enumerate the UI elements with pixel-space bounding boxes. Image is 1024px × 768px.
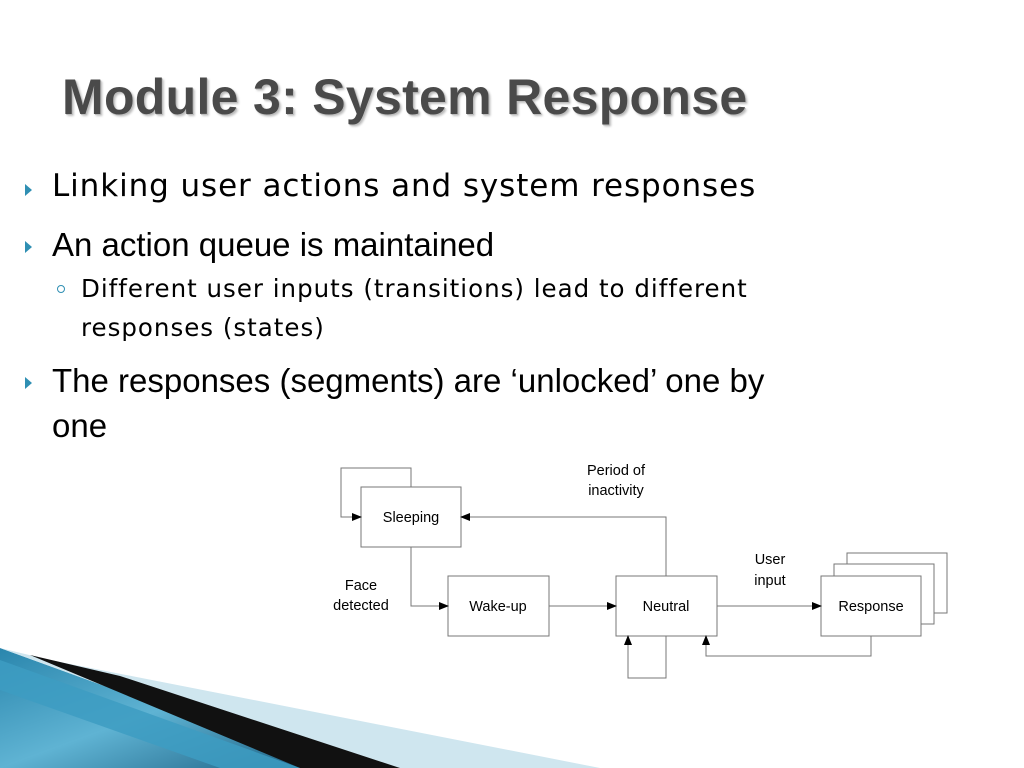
bullet-1: Linking user actions and system response… (52, 168, 757, 204)
label-user-line-1: User (755, 552, 786, 568)
bullet-3-line-1: The responses (segments) are ‘unlocked’ … (52, 362, 765, 399)
sub-bullet-circle-icon (57, 285, 65, 293)
label-face-line-2: detected (333, 598, 389, 614)
state-neutral-label: Neutral (643, 599, 690, 615)
transition-face-detected (410, 547, 449, 610)
label-inactivity-line-2: inactivity (588, 483, 644, 499)
state-wakeup-label: Wake-up (469, 599, 526, 615)
state-response-label: Response (838, 599, 903, 615)
neutral-self-loop (627, 636, 667, 679)
decor-mid-band (0, 660, 300, 768)
sub-bullet-line-1: Different user inputs (transitions) lead… (81, 274, 748, 303)
bullet-arrow-icon (25, 184, 32, 196)
bullet-arrow-icon (25, 377, 32, 389)
label-face-line-1: Face (345, 578, 377, 594)
bullet-2: An action queue is maintained (52, 226, 495, 263)
bullet-3-line-2: one (52, 407, 108, 444)
label-user-line-2: input (754, 573, 785, 589)
sub-bullet-line-2: responses (states) (81, 313, 325, 342)
state-sleeping (360, 486, 462, 548)
label-inactivity-line-1: Period of (587, 463, 646, 479)
decor-black-band (30, 655, 400, 768)
state-sleeping-label: Sleeping (383, 510, 439, 526)
slide-title: Module 3: System Response (62, 69, 748, 125)
state-neutral (615, 575, 718, 637)
transition-response-return (702, 635, 872, 657)
bullet-arrow-icon (25, 241, 32, 253)
transition-inactivity (460, 513, 667, 576)
state-wakeup (447, 575, 550, 637)
